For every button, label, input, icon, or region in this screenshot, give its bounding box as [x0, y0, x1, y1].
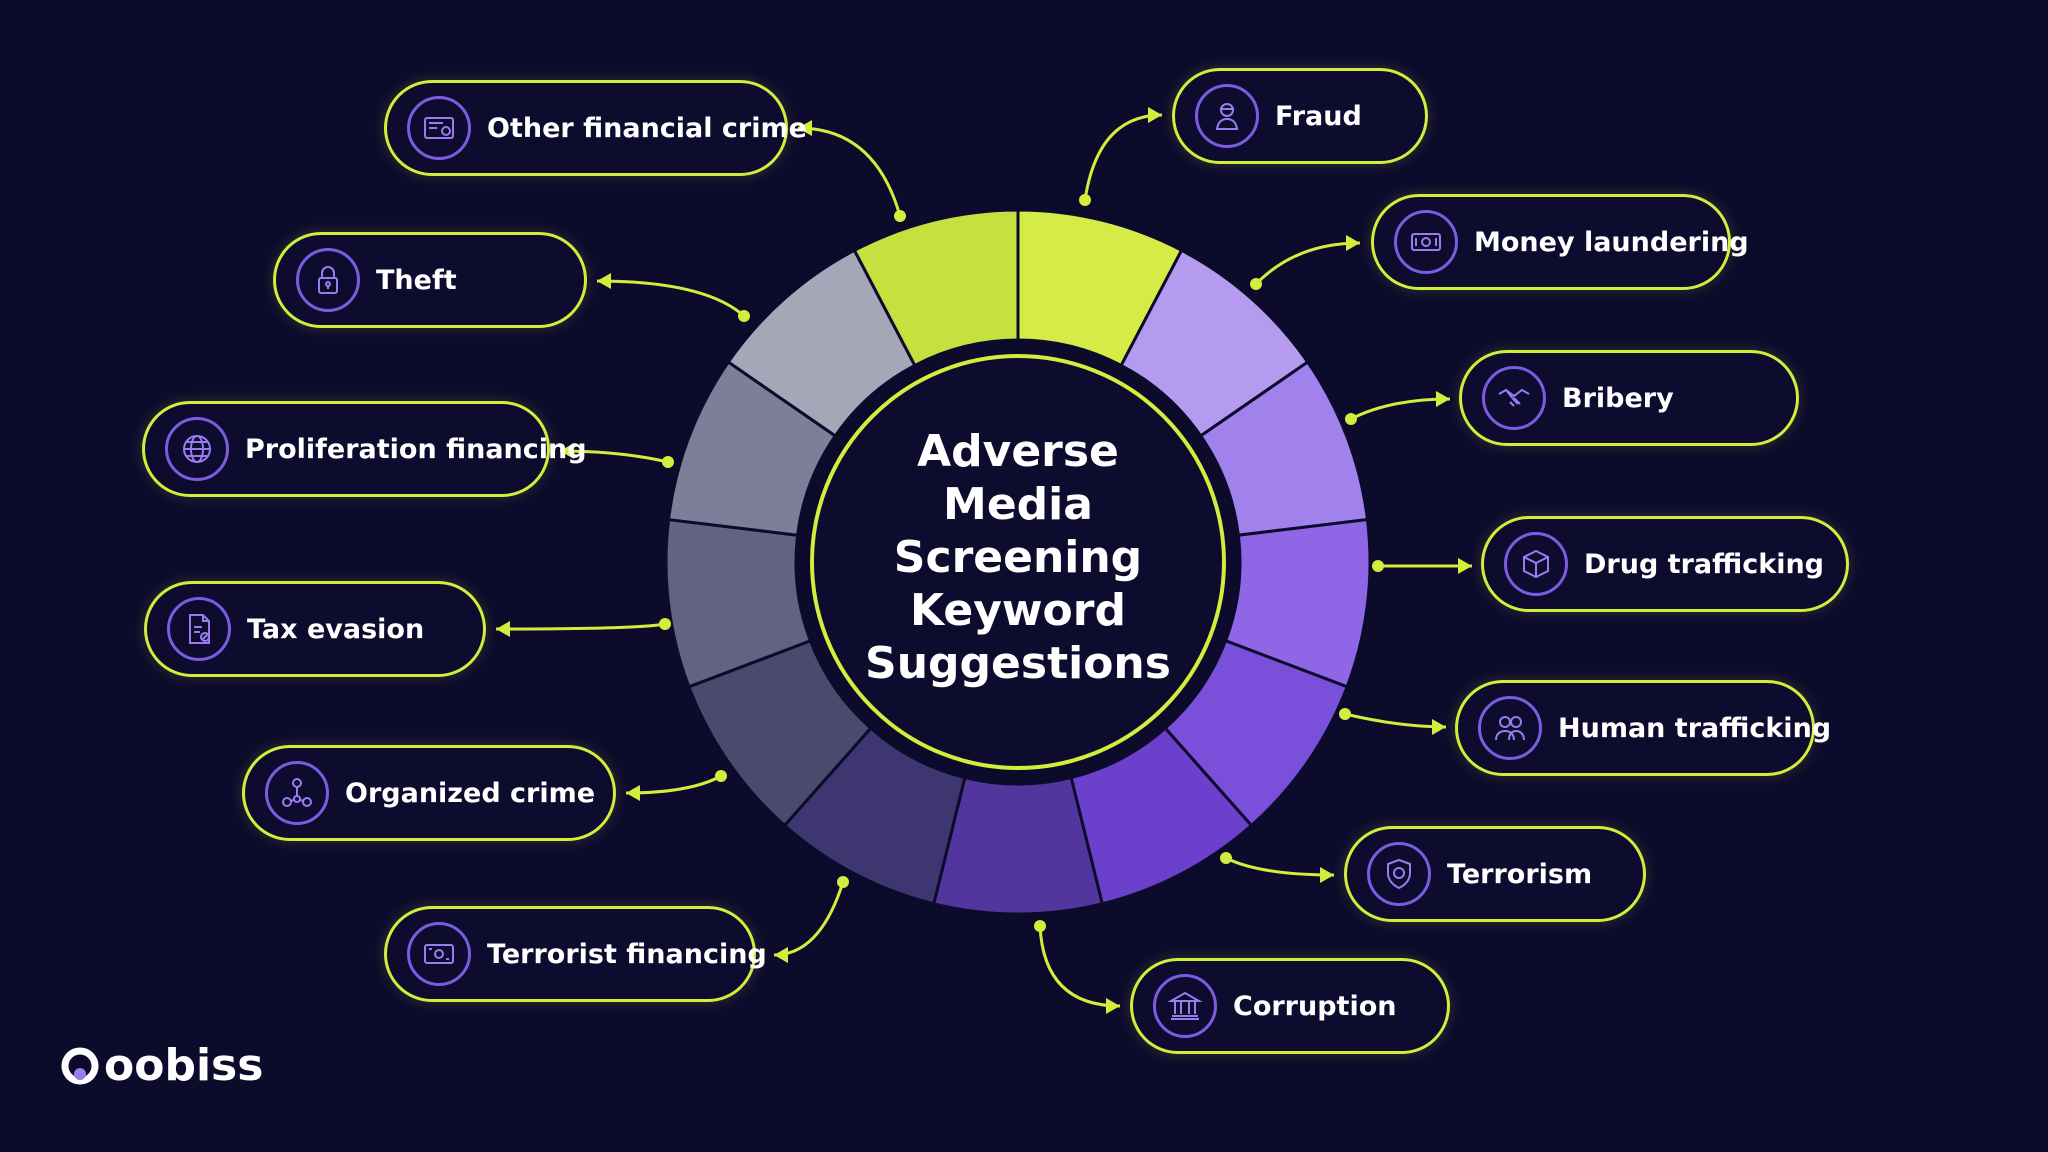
connector-line: [1083, 113, 1163, 201]
pill-bribery: Bribery: [1459, 350, 1799, 446]
globe-icon: [165, 417, 229, 481]
pill-label: Proliferation financing: [245, 433, 587, 465]
connector-line: [797, 126, 902, 217]
pill-label: Organized crime: [345, 777, 596, 809]
connector-line: [625, 774, 722, 795]
connector-dot: [662, 456, 674, 468]
center-disc: [810, 354, 1226, 770]
connector-line: [1350, 397, 1451, 421]
connector-line: [773, 881, 845, 957]
title-line-2: Media: [943, 479, 1093, 530]
handshake-icon: [1482, 366, 1546, 430]
connector-dot: [1220, 852, 1232, 864]
connector-line: [495, 622, 666, 631]
pill-proliferation-financing: Proliferation financing: [142, 401, 587, 497]
connector-dot: [715, 770, 727, 782]
pill-label: Tax evasion: [247, 613, 425, 645]
connector-dot: [1345, 413, 1357, 425]
connector-arrowhead: [1436, 391, 1450, 407]
connector-dot: [894, 210, 906, 222]
shield-icon: [1367, 842, 1431, 906]
connector-dot: [659, 618, 671, 630]
package-icon: [1504, 532, 1568, 596]
title-line-4: Keyword: [910, 585, 1126, 636]
pill-label: Fraud: [1275, 100, 1362, 132]
connector-arrowhead: [597, 273, 611, 289]
connector-dot: [738, 310, 750, 322]
pill-fraud: Fraud: [1172, 68, 1428, 164]
money-icon: [407, 922, 471, 986]
ring-segment-other-financial-crime: [852, 208, 1020, 368]
connector-arrowhead: [1458, 558, 1472, 574]
connector-arrowhead: [774, 947, 788, 963]
connector-dot: [1250, 278, 1262, 290]
pill-label: Human trafficking: [1558, 712, 1832, 744]
connector-arrowhead: [1106, 998, 1120, 1014]
pill-label: Corruption: [1233, 990, 1397, 1022]
connector-line: [1038, 925, 1121, 1008]
pill-terrorism: Terrorism: [1344, 826, 1646, 922]
pill-label: Drug trafficking: [1584, 548, 1824, 580]
connector-line: [596, 279, 746, 318]
connector-arrowhead: [1320, 867, 1334, 883]
connector-dot: [1339, 708, 1351, 720]
connector-dot: [1034, 920, 1046, 932]
padlock-icon: [296, 248, 360, 312]
pill-label: Other financial crime: [487, 112, 807, 144]
pill-organized-crime: Organized crime: [242, 745, 616, 841]
connector-line: [1225, 856, 1335, 877]
title-line-5: Suggestions: [865, 638, 1171, 689]
pill-money-laundering: Money laundering: [1371, 194, 1749, 290]
connector-arrowhead: [1432, 719, 1446, 735]
masked-person-icon: [1195, 84, 1259, 148]
logo-mark-icon: [61, 1047, 99, 1084]
connector-arrowhead: [560, 443, 574, 459]
pill-label: Terrorist financing: [487, 938, 767, 970]
connector-arrowhead: [798, 120, 812, 136]
pill-drug-trafficking: Drug trafficking: [1481, 516, 1849, 612]
connector-dot: [837, 876, 849, 888]
connector-dot: [1079, 194, 1091, 206]
connector-arrowhead: [496, 621, 510, 637]
brand-name: oobiss: [104, 1040, 264, 1091]
title-line-3: Screening: [893, 532, 1143, 583]
pill-corruption: Corruption: [1130, 958, 1450, 1054]
pill-tax-evasion: Tax evasion: [144, 581, 486, 677]
connector-arrowhead: [626, 785, 640, 801]
tax-document-icon: [167, 597, 231, 661]
banknote-icon: [1394, 210, 1458, 274]
diagram-title: Adverse Media Screening Keyword Suggesti…: [838, 425, 1198, 690]
pill-label: Money laundering: [1474, 226, 1749, 258]
network-icon: [265, 761, 329, 825]
pill-label: Terrorism: [1447, 858, 1593, 890]
connector-arrowhead: [1346, 235, 1360, 251]
pill-label: Bribery: [1562, 382, 1674, 414]
pill-other-financial-crime: Other financial crime: [384, 80, 807, 176]
connector-line: [1344, 712, 1447, 729]
pill-terrorist-financing: Terrorist financing: [384, 906, 767, 1002]
id-card-icon: [407, 96, 471, 160]
title-line-1: Adverse: [917, 426, 1119, 477]
connector-dot: [1372, 560, 1384, 572]
brand-logo: oobiss: [58, 1040, 263, 1091]
courthouse-icon: [1153, 974, 1217, 1038]
connector-arrowhead: [1148, 107, 1162, 123]
people-icon: [1478, 696, 1542, 760]
pill-label: Theft: [376, 264, 457, 296]
connector-line: [1254, 241, 1361, 286]
pill-theft: Theft: [273, 232, 587, 328]
pill-human-trafficking: Human trafficking: [1455, 680, 1831, 776]
